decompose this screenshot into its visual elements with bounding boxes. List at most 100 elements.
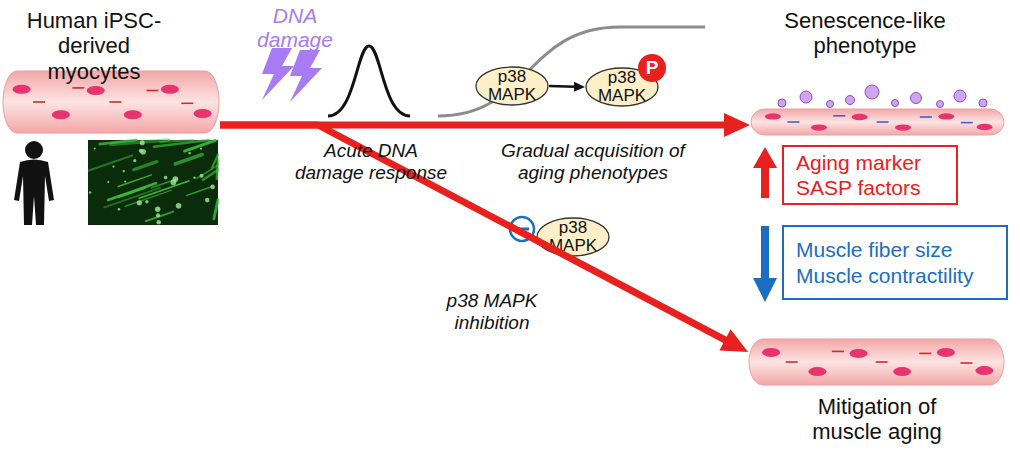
sarcomere-dash	[833, 115, 845, 117]
arrow-line	[220, 125, 726, 340]
nucleus-dot	[155, 207, 160, 212]
myonucleus	[52, 110, 70, 119]
nucleus-dot	[205, 198, 210, 203]
myonucleus	[762, 348, 780, 357]
box-line: SASP factors	[796, 175, 956, 200]
bubble	[846, 96, 855, 105]
myonucleus	[975, 366, 993, 375]
nucleus-dot	[118, 208, 121, 211]
nucleus-dot	[188, 152, 191, 155]
sasp-bubbles	[778, 85, 987, 108]
nucleus-dot	[137, 200, 142, 205]
muscle-fiber-shape	[750, 108, 1005, 136]
sarcomere-dash	[919, 353, 931, 355]
treatment-label: p38 MAPK inhibition	[432, 290, 552, 334]
myonucleus	[850, 349, 868, 358]
flow-arrow	[549, 82, 585, 92]
myonucleus	[87, 86, 105, 95]
arrow-line	[549, 85, 575, 88]
nucleus-dot	[156, 213, 160, 217]
nucleus-dot	[145, 200, 148, 203]
lightning-bolt	[290, 50, 322, 102]
human-head	[25, 141, 43, 159]
arrow-head	[753, 147, 777, 168]
bubble	[911, 93, 922, 104]
fiber-heading: Mitigation of muscle aging	[788, 394, 966, 445]
muscle-fiber: Human iPSC-derived myocytes	[2, 70, 220, 134]
myonucleus	[937, 348, 955, 357]
sarcomere-dash	[786, 361, 798, 363]
myotube-streak	[185, 140, 216, 151]
inhibition-symbol	[510, 217, 534, 241]
phospho-mark: P	[646, 57, 659, 79]
human-silhouette	[14, 141, 54, 225]
nucleus-dot	[123, 170, 125, 172]
myonucleus	[194, 109, 212, 118]
sarcomere-dash	[920, 116, 932, 118]
myotube-streak	[197, 165, 218, 178]
circle-text-wrap: P	[638, 54, 666, 82]
protein-name: p38 MAPK	[547, 219, 599, 255]
ellipse-fill	[476, 67, 548, 105]
myotube-streak	[108, 183, 156, 200]
nucleus-dot	[200, 174, 204, 178]
nucleus-dot	[89, 191, 91, 193]
increase-arrow	[753, 147, 777, 198]
microscope-image	[88, 140, 218, 225]
myonucleus	[765, 113, 781, 119]
increase-box: Aging markerSASP factors	[782, 145, 958, 205]
phospho-circle: P	[638, 54, 666, 82]
nucleus-dot	[210, 185, 215, 190]
fiber-heading: Senescence-like phenotype	[765, 8, 965, 59]
myonucleus	[938, 113, 954, 119]
sarcomere-dash	[33, 101, 45, 103]
myonucleus	[124, 110, 142, 119]
nucleus-dot	[173, 176, 179, 182]
flow-arrow	[220, 113, 750, 137]
sarcomere-dash	[877, 121, 889, 123]
decrease-arrow	[753, 226, 777, 302]
myonucleus	[893, 367, 911, 376]
sarcomere-dash	[960, 362, 972, 364]
nucleus-dot	[133, 159, 136, 162]
myotube-streak	[139, 181, 189, 198]
myotube-streak	[160, 140, 193, 142]
arrow-shaft	[761, 166, 769, 198]
box-line: Muscle fiber size	[796, 237, 1006, 262]
gradual-curve	[438, 27, 705, 116]
decrease-box: Muscle fiber sizeMuscle contractility	[782, 225, 1008, 300]
nucleus-dot	[156, 220, 161, 225]
myotube-streak	[89, 155, 132, 170]
nucleus-dot	[200, 148, 202, 150]
protein-ellipse: p38 MAPK	[536, 217, 610, 257]
sarcomere-dash	[961, 122, 973, 124]
myotube-streak	[146, 212, 174, 222]
arrow-line	[220, 122, 725, 129]
arrow-head	[724, 113, 750, 137]
arrow-head	[574, 82, 585, 92]
myotube-streak	[100, 140, 137, 144]
minus-circle	[510, 217, 534, 241]
phase-label: Acute DNA damage response	[292, 140, 450, 184]
nucleus-dot	[124, 181, 126, 183]
ellipse-text-wrap: p38 MAPK	[536, 217, 610, 257]
box-line: Aging marker	[796, 150, 956, 175]
minus-sign	[515, 228, 529, 231]
muscle-fiber: Senescence-like phenotype	[750, 108, 1005, 136]
box-line: Muscle contractility	[796, 263, 1006, 288]
myotube-streak	[187, 187, 212, 196]
bubble	[800, 91, 812, 103]
sarcomere-dash	[876, 361, 888, 363]
phase-label: Gradual acquisition of aging phenotypes	[493, 140, 693, 184]
arrow-shaft	[761, 226, 769, 280]
myonucleus	[977, 124, 993, 130]
myonucleus	[808, 367, 826, 376]
circle-fill	[638, 54, 666, 82]
myonucleus	[13, 85, 31, 94]
sarcomere-dash	[181, 103, 193, 105]
myonucleus	[895, 124, 911, 130]
bubble	[778, 99, 786, 107]
bubble	[865, 85, 879, 99]
